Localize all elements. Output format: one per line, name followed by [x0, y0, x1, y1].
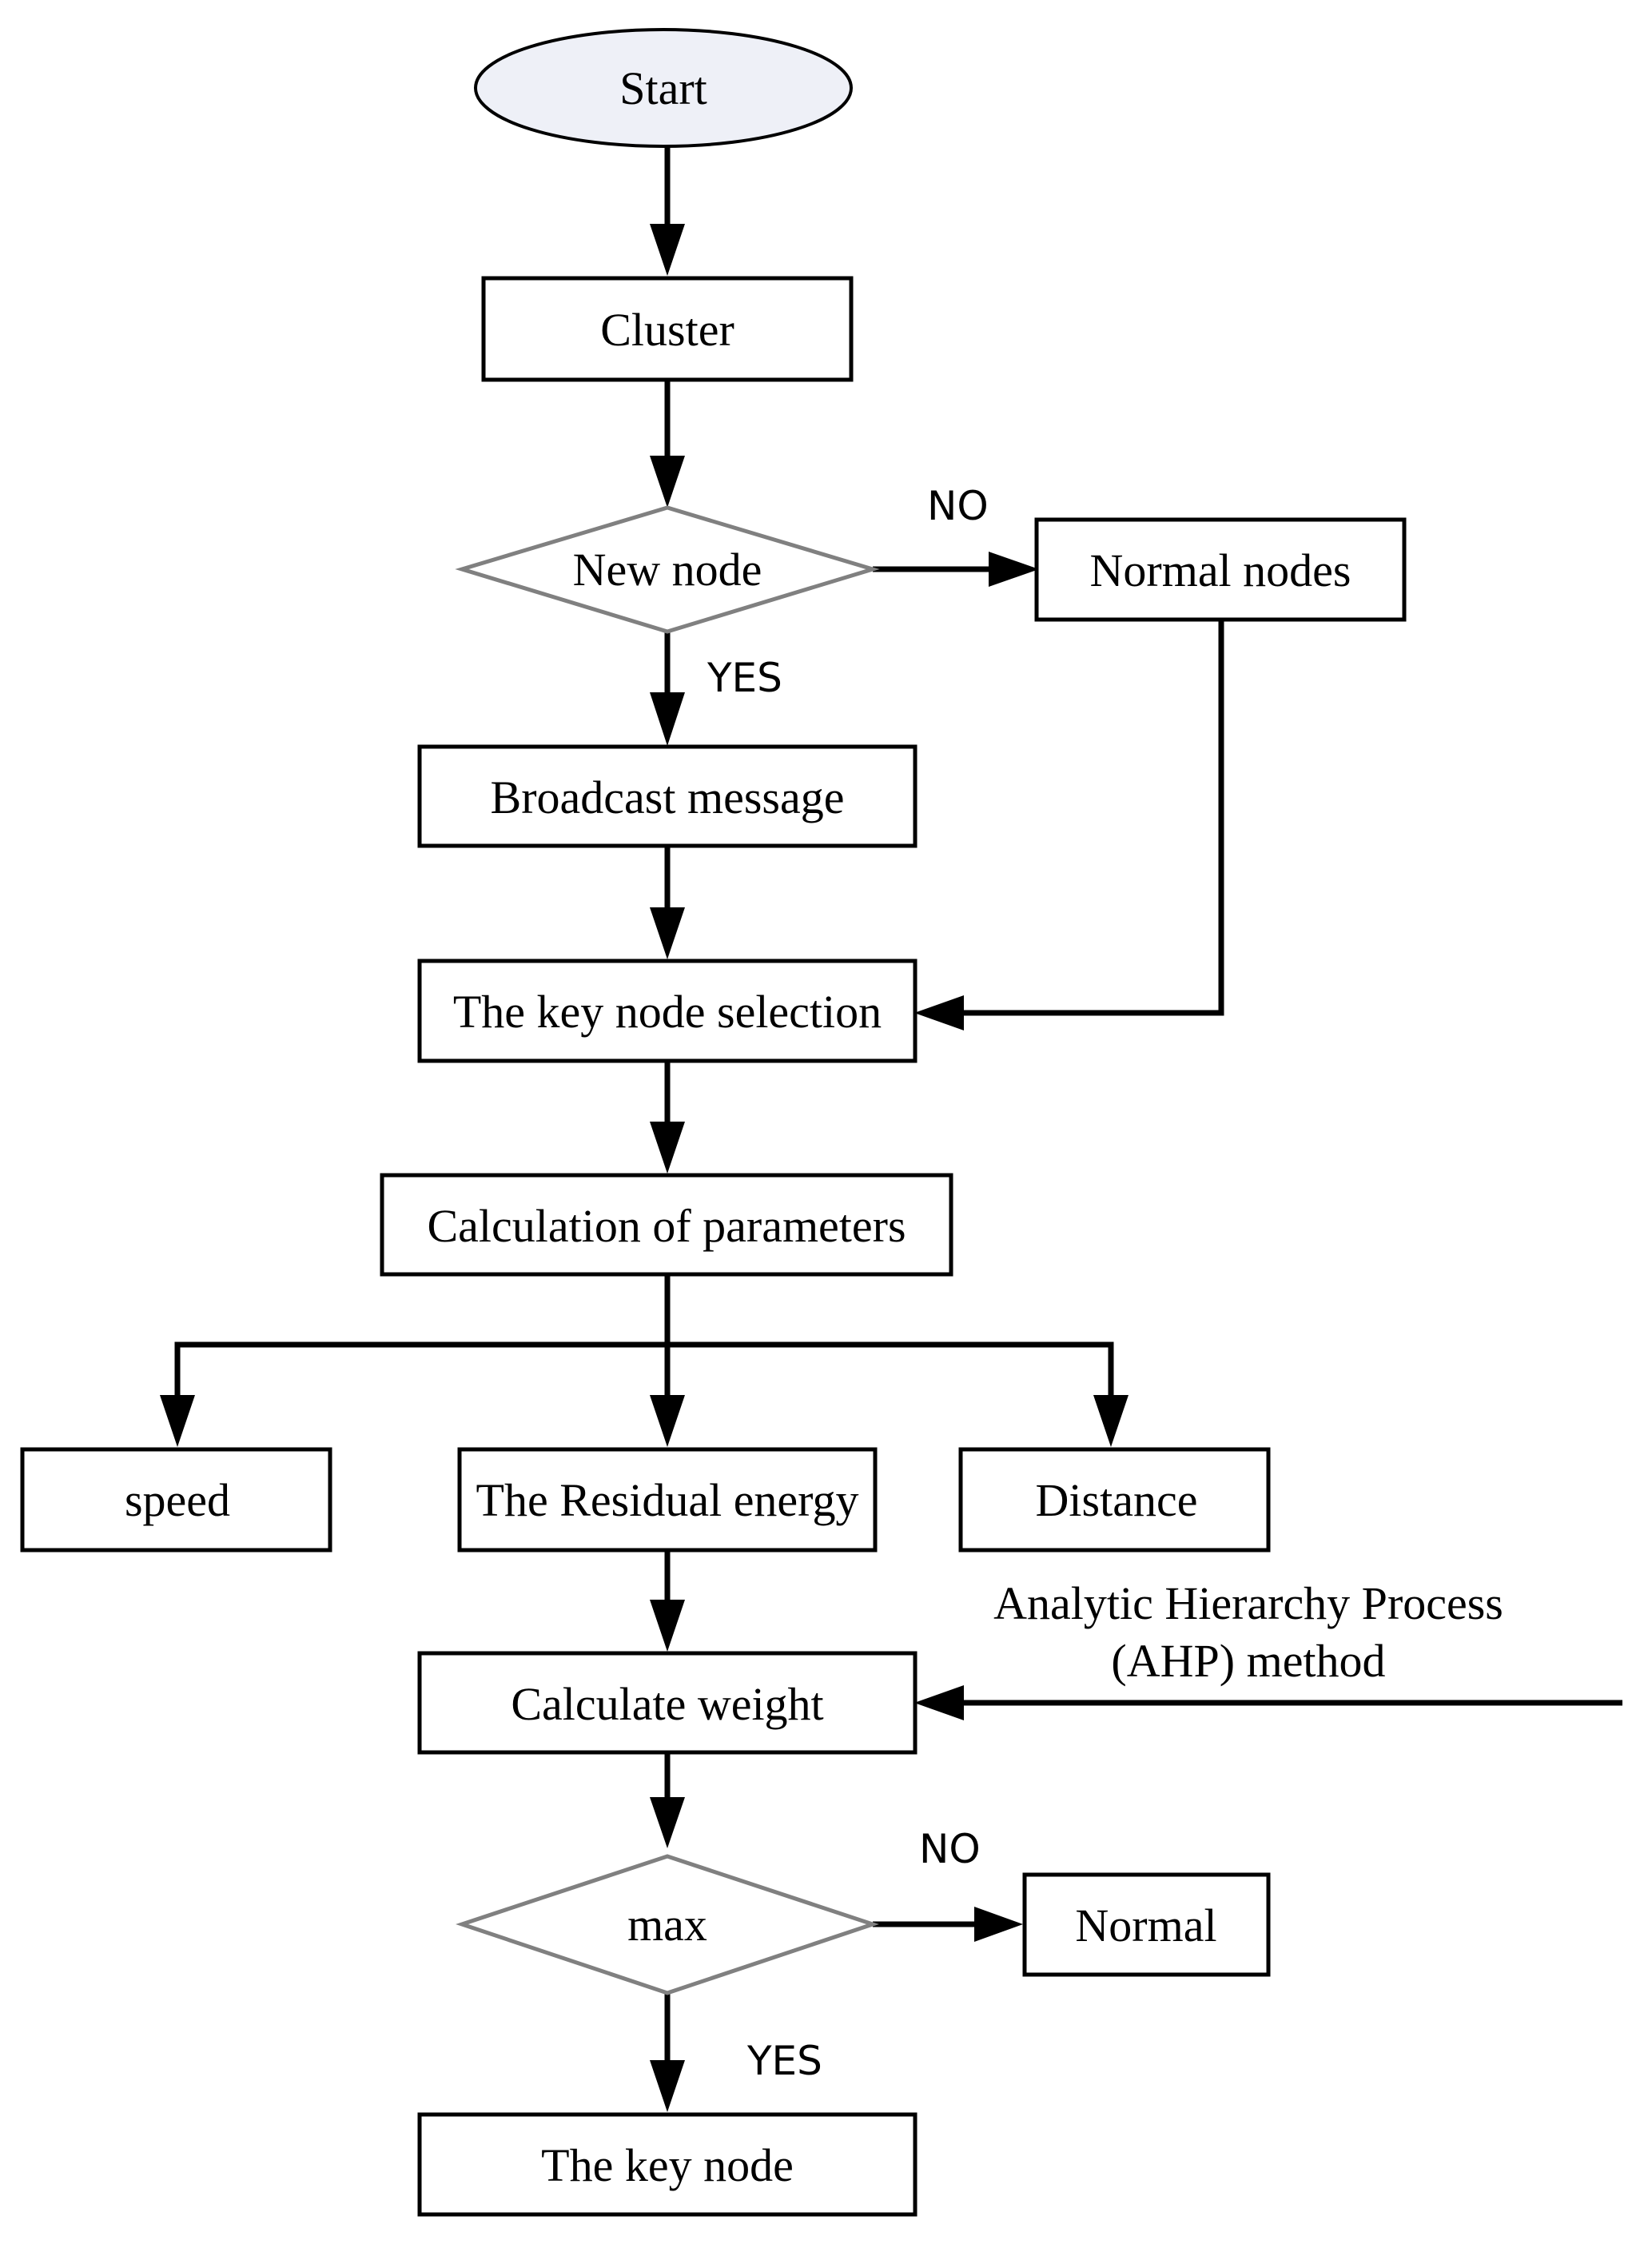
cluster-label: Cluster [600, 304, 734, 356]
new-node-decision: New node [455, 505, 880, 634]
normal-box: Normal [1022, 1872, 1271, 1977]
calc-weight-label: Calculate weight [511, 1678, 823, 1730]
arrowhead [914, 995, 964, 1030]
residual-energy-label: The Residual energy [476, 1474, 859, 1526]
start-node: Start [474, 28, 853, 148]
distance-box: Distance [958, 1447, 1271, 1553]
key-node-selection-box: The key node selection [417, 959, 918, 1063]
arrowhead [1093, 1395, 1129, 1447]
arrowhead [650, 692, 685, 746]
ahp-label-line1: Analytic Hierarchy Process [993, 1577, 1503, 1629]
arrowhead [989, 552, 1039, 587]
edge-label-no-1: NO [927, 483, 989, 529]
key-node-box: The key node [417, 2112, 918, 2217]
ahp-annotation: Analytic Hierarchy Process (AHP) method [993, 1577, 1503, 1687]
residual-energy-box: The Residual energy [457, 1447, 878, 1553]
edge-label-no-2: NO [919, 1826, 981, 1872]
edge-label-yes-2: YES [746, 2038, 822, 2084]
edge-label-yes-1: YES [707, 655, 782, 701]
key-node-label: The key node [541, 2139, 794, 2191]
speed-box: speed [20, 1447, 332, 1553]
arrowhead [914, 1685, 964, 1720]
calc-params-label: Calculation of parameters [427, 1200, 906, 1252]
arrowhead [650, 456, 685, 508]
distance-label: Distance [1036, 1474, 1198, 1526]
key-node-selection-label: The key node selection [453, 986, 882, 1038]
cluster-box: Cluster [481, 276, 854, 382]
max-decision: max [456, 1854, 879, 1995]
speed-label: speed [125, 1474, 230, 1526]
broadcast-box: Broadcast message [417, 744, 918, 848]
arrowhead [650, 1600, 685, 1652]
normal-nodes-box: Normal nodes [1034, 517, 1407, 622]
normal-nodes-label: Normal nodes [1090, 544, 1351, 596]
new-node-label: New node [573, 544, 762, 596]
arrowhead [650, 224, 685, 276]
calc-weight-box: Calculate weight [417, 1651, 918, 1755]
edge-normalnodes-keyselection [961, 620, 1224, 1016]
broadcast-label: Broadcast message [491, 771, 845, 823]
edge-branch-bar [174, 1341, 1114, 1395]
arrowhead [974, 1907, 1023, 1942]
max-label: max [627, 1899, 707, 1951]
ahp-label-line2: (AHP) method [1111, 1635, 1385, 1687]
arrowhead [650, 1122, 685, 1174]
start-label: Start [619, 62, 707, 114]
arrowhead [650, 2060, 685, 2112]
calc-params-box: Calculation of parameters [380, 1173, 953, 1277]
arrowhead [650, 907, 685, 959]
arrowhead [650, 1797, 685, 1848]
normal-label: Normal [1075, 1899, 1216, 1951]
arrowhead [160, 1395, 195, 1447]
arrowhead [650, 1395, 685, 1447]
